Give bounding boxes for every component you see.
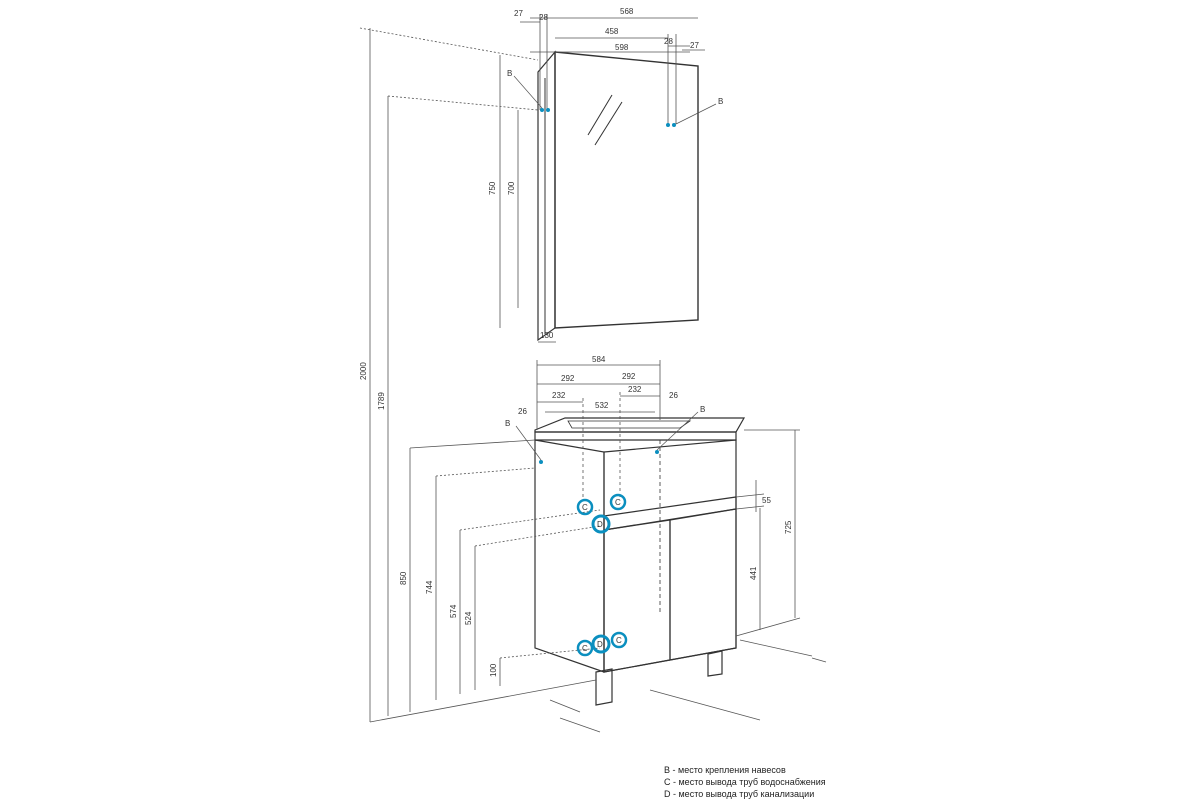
- leg-right: [707, 650, 723, 677]
- dim-524: 524: [464, 611, 473, 625]
- floor-line: [549, 699, 581, 713]
- dim-28-right: 28: [664, 37, 673, 46]
- dim-850: 850: [399, 571, 408, 585]
- dim-292-right: 292: [622, 372, 636, 381]
- leader-line: [515, 425, 542, 461]
- water-point-c3: [576, 639, 594, 657]
- drain-point-d2: [591, 634, 611, 654]
- point-label-d1: D: [597, 520, 603, 529]
- floor-line: [649, 689, 761, 721]
- point-label-d2: D: [597, 640, 603, 649]
- point-label-c4: C: [616, 636, 622, 645]
- ext-line: [369, 679, 597, 723]
- dim-1789: 1789: [377, 392, 386, 410]
- water-point-c1: [576, 498, 594, 516]
- dim-232-left: 232: [552, 391, 566, 400]
- dim-292-left: 292: [561, 374, 575, 383]
- dim-100: 100: [489, 663, 498, 677]
- hanger-point-right-2: [672, 123, 676, 127]
- dim-130: 130: [540, 331, 554, 340]
- dim-2000: 2000: [359, 362, 368, 380]
- water-point-c2: [609, 493, 627, 511]
- point-label-c3: C: [582, 644, 588, 653]
- mirror-door: [554, 51, 699, 329]
- dim-598: 598: [615, 43, 629, 52]
- hanger-label-left: B: [507, 69, 512, 78]
- legend-item-b: B - место крепления навесов: [664, 765, 786, 775]
- vanity-connection-points: [515, 411, 699, 657]
- point-label-b-left: B: [505, 419, 510, 428]
- mirror-cabinet: [537, 50, 699, 342]
- point-label-c1: C: [582, 503, 588, 512]
- legend-item-c: C - место вывода труб водоснабжения: [664, 777, 826, 787]
- floor-line: [559, 717, 601, 733]
- dim-26-left: 26: [518, 407, 527, 416]
- dim-725: 725: [784, 520, 793, 534]
- hanger-point-left: [540, 108, 544, 112]
- hanger-point-left-2: [546, 108, 550, 112]
- hanger-point-b-left: [539, 460, 543, 464]
- ext-line: [499, 647, 601, 659]
- dim-574: 574: [449, 604, 458, 618]
- water-point-c4: [610, 631, 628, 649]
- mirror-cabinet-side: [537, 50, 556, 342]
- dim-27-right: 27: [690, 41, 699, 50]
- ext-line: [735, 617, 801, 637]
- mirror-hanger-points: [513, 75, 717, 127]
- basin: [567, 420, 692, 429]
- vanity: [534, 417, 746, 706]
- mirror-reflection: [594, 101, 623, 146]
- legend-item-d: D - место вывода труб канализации: [664, 789, 815, 799]
- leader-line: [656, 411, 699, 451]
- leg-left: [595, 668, 613, 706]
- point-label-b-right: B: [700, 405, 705, 414]
- dim-27-left: 27: [514, 9, 523, 18]
- ext-line: [435, 467, 536, 477]
- vanity-dimension-lines: [369, 360, 827, 733]
- countertop: [534, 417, 746, 433]
- dim-458: 458: [605, 27, 619, 36]
- ext-line: [474, 525, 601, 547]
- mirror-dimension-lines: [359, 14, 705, 722]
- dim-232-right: 232: [628, 385, 642, 394]
- ext-line: [387, 95, 539, 111]
- ext-line: [409, 439, 536, 449]
- drain-point-d1: [591, 514, 611, 534]
- hanger-point-right: [666, 123, 670, 127]
- hanger-label-right: B: [718, 97, 723, 106]
- ext-line: [459, 509, 601, 531]
- countertop-front: [534, 431, 737, 441]
- leader-line: [675, 103, 717, 125]
- leader-line: [513, 75, 543, 109]
- dim-441: 441: [749, 566, 758, 580]
- floor-line: [811, 657, 827, 663]
- dim-750: 750: [488, 181, 497, 195]
- floor-line: [739, 639, 813, 657]
- legend: B - место крепления навесов C - место вы…: [664, 764, 826, 800]
- dim-55: 55: [762, 496, 771, 505]
- dim-26-right: 26: [669, 391, 678, 400]
- mirror-reflection: [587, 94, 613, 136]
- dim-28-left: 28: [539, 13, 548, 22]
- dim-744: 744: [425, 580, 434, 594]
- dim-532: 532: [595, 401, 609, 410]
- door-right: [669, 508, 737, 661]
- dim-568: 568: [620, 7, 634, 16]
- point-label-c2: C: [615, 498, 621, 507]
- hanger-point-b-right: [655, 450, 659, 454]
- dim-700: 700: [507, 181, 516, 195]
- ext-line: [735, 493, 765, 498]
- ext-line: [359, 27, 539, 61]
- left-side-panel: [534, 439, 605, 673]
- dim-584: 584: [592, 355, 606, 364]
- ext-line: [735, 505, 765, 510]
